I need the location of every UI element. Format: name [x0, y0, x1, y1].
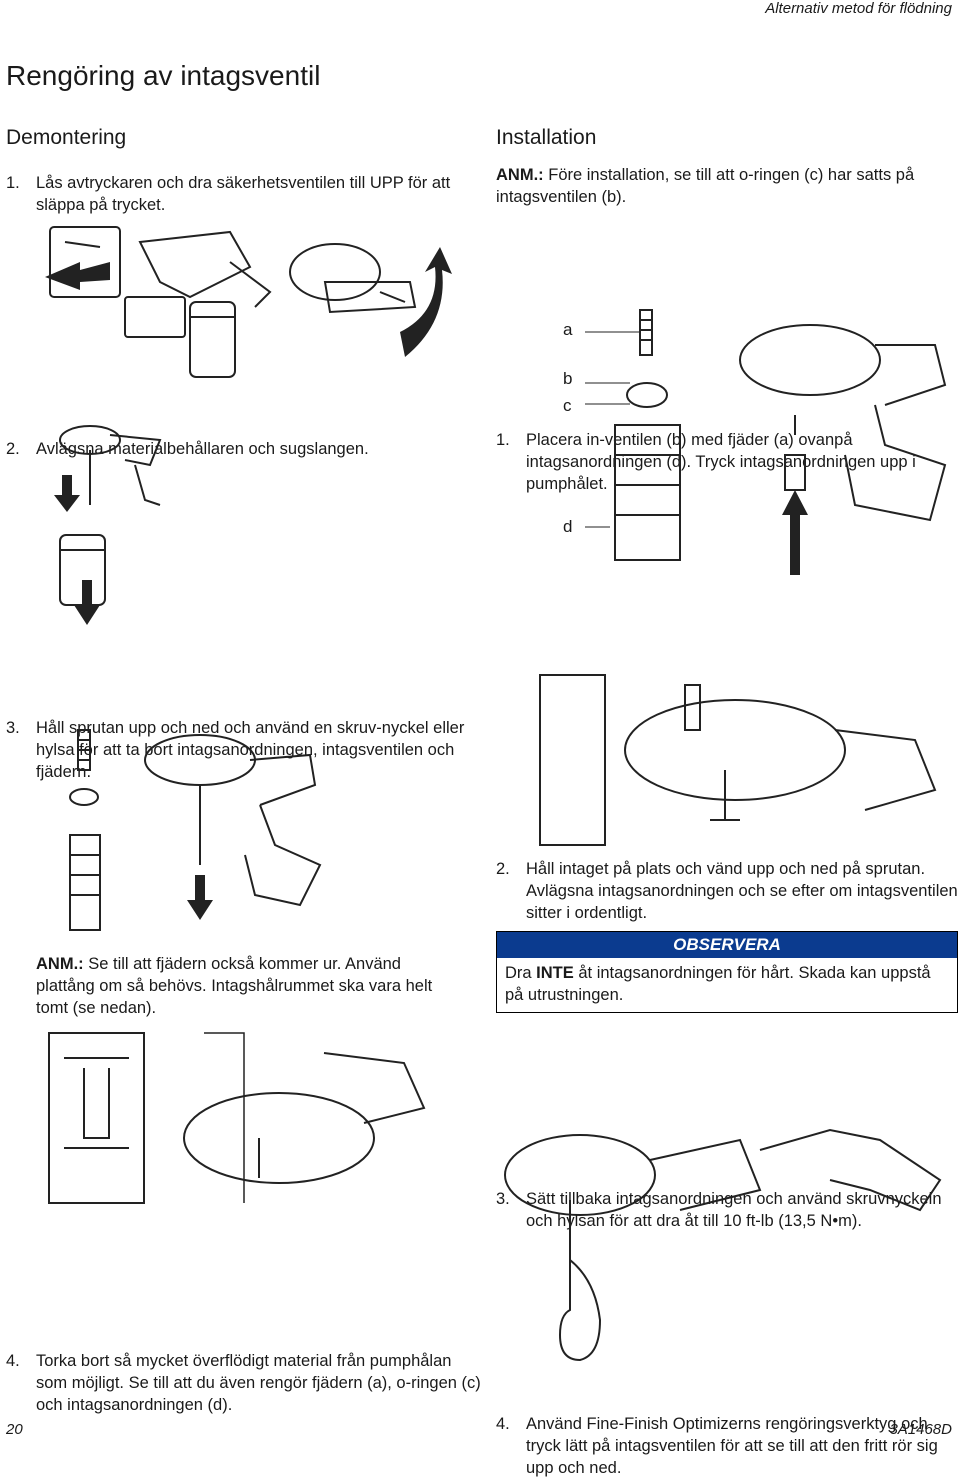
installation-step-2: 2. Håll intaget på plats och vänd upp oc…: [496, 860, 958, 922]
label-c: c: [563, 396, 572, 415]
illustration-check-valve: [535, 670, 955, 850]
label-d: d: [563, 517, 573, 536]
illustration-release-pressure: [40, 222, 460, 387]
demontering-step-3: 3. Håll sprutan upp och ned och använd e…: [6, 719, 465, 781]
installation-step-1: 1. Placera in-ventilen (b) med fjäder (a…: [496, 431, 916, 493]
installation-step-3: 3. Sätt tillbaka intagsanordningen och a…: [496, 1190, 942, 1230]
illustration-remove-container: [50, 420, 180, 630]
installation-note: ANM.: Före installation, se till att o-r…: [496, 166, 915, 206]
demontering-step-4: 4. Torka bort så mycket överflödigt mate…: [6, 1352, 481, 1414]
illustration-remove-intake: [60, 725, 360, 940]
section-heading-demontering: Demontering: [6, 126, 127, 149]
demontering-note: ANM.: Se till att fjädern också kommer u…: [36, 955, 433, 1017]
page-number: 20: [6, 1421, 23, 1438]
running-header: Alternativ metod för flödning: [765, 0, 952, 17]
section-heading-installation: Installation: [496, 126, 597, 149]
label-b: b: [563, 369, 573, 388]
label-a: a: [563, 320, 573, 339]
notice-title: OBSERVERA: [497, 932, 957, 958]
notice-body: Dra INTE åt intagsanordningen för hårt. …: [505, 964, 931, 1004]
illustration-cleaning-tool: [500, 1120, 955, 1370]
document-id: 3A1468D: [889, 1421, 952, 1438]
notice-box: OBSERVERA Dra INTE åt intagsanordningen …: [496, 931, 958, 1013]
demontering-step-1: 1. Lås avtryckaren och dra säkerhetsvent…: [6, 174, 451, 214]
page-title: Rengöring av intagsventil: [6, 60, 321, 91]
illustration-install-intake: [585, 305, 955, 575]
illustration-empty-cavity: [44, 1028, 464, 1208]
